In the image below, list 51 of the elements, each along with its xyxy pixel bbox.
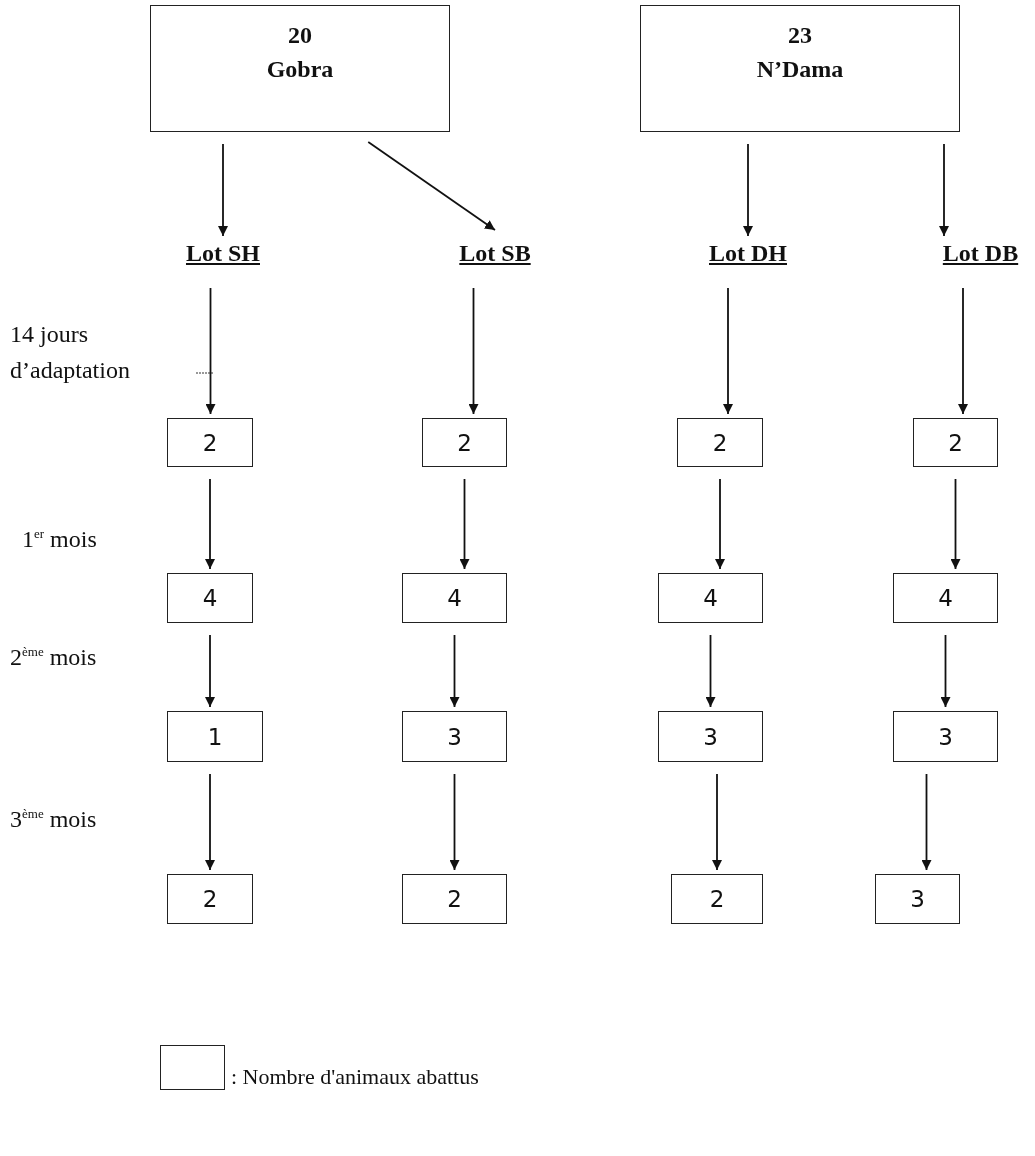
count-box: 1: [167, 711, 263, 762]
count-box: 2: [167, 874, 253, 924]
arrow: [449, 773, 460, 871]
count-box: 3: [658, 711, 763, 762]
arrow: [723, 287, 733, 415]
arrow: [218, 143, 228, 237]
arrow: [367, 141, 496, 231]
count-box: 2: [402, 874, 507, 924]
arrow: [205, 634, 215, 708]
phase-label: 2$^{ème}$ mois: [10, 643, 98, 672]
arrow: [205, 478, 215, 570]
arrow: [449, 634, 460, 708]
legend-text: : Nombre d'animaux abattus: [231, 1064, 479, 1090]
arrow: [459, 478, 470, 570]
count-box: 2: [167, 418, 253, 467]
arrow: [940, 634, 951, 708]
count-box: 3: [893, 711, 998, 762]
count-text: 20: [288, 21, 312, 50]
count-box: 3: [402, 711, 507, 762]
arrow: [743, 143, 753, 237]
count-text: 23: [788, 21, 812, 50]
arrow: [939, 143, 949, 237]
count-box: 4: [402, 573, 507, 623]
arrow: [921, 773, 932, 871]
arrow: [958, 287, 968, 415]
count-box: 3: [875, 874, 960, 924]
arrow: [715, 478, 725, 570]
arrow: [950, 478, 961, 570]
count-box: 2: [671, 874, 763, 924]
phase-label: 14 jours d’adaptation: [10, 320, 131, 385]
arrow: [205, 287, 216, 415]
breed-name: N’Dama: [756, 55, 844, 84]
breed-name: Gobra: [266, 55, 334, 84]
arrow: [712, 773, 722, 871]
group-label: Lot DB: [928, 240, 1033, 276]
count-box: 4: [893, 573, 998, 623]
arrow: [705, 634, 716, 708]
count-box: 2: [913, 418, 998, 467]
phase-label: 3$^{ème}$ mois: [10, 805, 98, 834]
group-label: Lot SB: [440, 240, 550, 276]
breed-box: [640, 5, 960, 132]
breed-box: [150, 5, 450, 132]
phase-label: 1$^{er}$ mois: [22, 525, 98, 554]
count-box: 4: [167, 573, 253, 623]
count-box: 2: [422, 418, 507, 467]
group-label: Lot SH: [168, 240, 278, 276]
count-box: 2: [677, 418, 763, 467]
arrow: [205, 773, 215, 871]
arrow: [468, 287, 479, 415]
count-box: 4: [658, 573, 763, 623]
group-label: Lot DH: [693, 240, 803, 276]
